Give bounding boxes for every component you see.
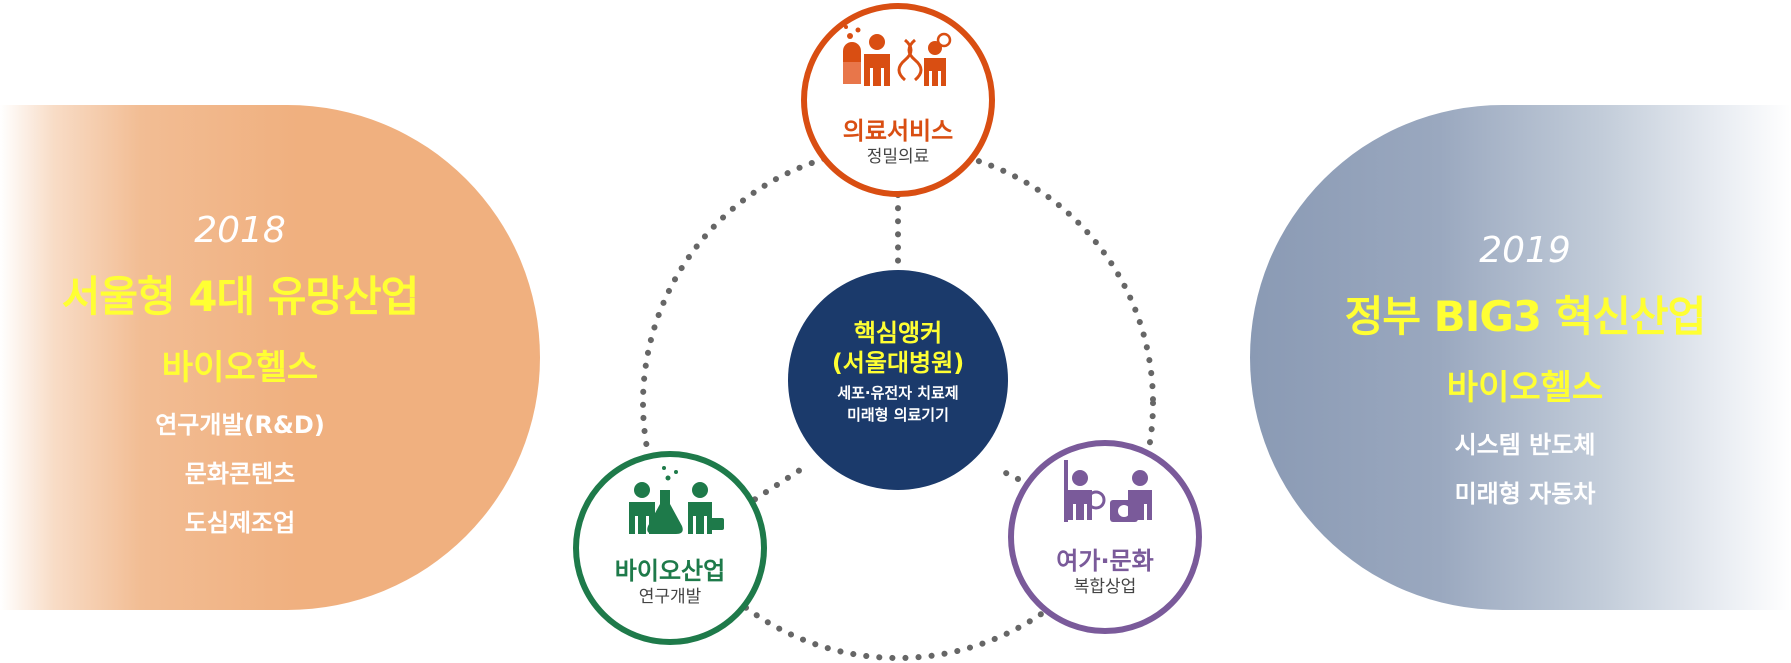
right-year: 2019 (1479, 230, 1571, 271)
left-item: 문화콘텐츠 (184, 460, 296, 488)
right-panel-text: 2019 정부 BIG3 혁신산업 바이오헬스 시스템 반도체 미래형 자동차 (1285, 230, 1765, 509)
center-item: 세포·유전자 치료제 (837, 384, 959, 402)
center-title-line2: (서울대병원) (831, 349, 965, 377)
center-text: 핵심앵커 (서울대병원) 세포·유전자 치료제 미래형 의료기기 (788, 318, 1008, 426)
medical-title: 의료서비스 (842, 117, 954, 145)
scientist-flask-icon (629, 466, 724, 534)
doctor-researcher-icon (843, 25, 952, 86)
bio-node (573, 451, 767, 645)
right-item: 시스템 반도체 (1454, 431, 1596, 459)
bio-node-text: 바이오산업 연구개발 (590, 556, 750, 608)
left-title: 서울형 4대 유망산업 (61, 272, 420, 321)
left-panel-text: 2018 서울형 4대 유망산업 바이오헬스 연구개발(R&D) 문화콘텐츠 도… (0, 210, 480, 538)
center-item: 미래형 의료기기 (847, 406, 949, 424)
medical-node-text: 의료서비스 정밀의료 (818, 116, 978, 168)
right-item: 미래형 자동차 (1454, 480, 1596, 508)
bio-title: 바이오산업 (614, 557, 726, 585)
center-circle (788, 270, 1008, 490)
left-item: 도심제조업 (184, 509, 296, 537)
left-panel: 2018 서울형 4대 유망산업 바이오헬스 연구개발(R&D) 문화콘텐츠 도… (0, 105, 540, 610)
leisure-node (1008, 440, 1202, 634)
right-title: 정부 BIG3 혁신산업 (1344, 292, 1706, 341)
bio-subtitle: 연구개발 (638, 587, 702, 607)
left-item: 연구개발(R&D) (155, 411, 325, 439)
left-year: 2018 (194, 210, 286, 251)
spoke-right (997, 467, 1103, 523)
right-subtitle: 바이오헬스 (1446, 368, 1604, 408)
center-title-line1: 핵심앵커 (853, 319, 943, 347)
dotted-ring (640, 145, 1156, 661)
leisure-node-text: 여가·문화 복합상업 (1025, 546, 1185, 598)
left-subtitle: 바이오헬스 (161, 348, 319, 388)
artist-camera-icon (1064, 460, 1152, 522)
right-panel: 2019 정부 BIG3 혁신산업 바이오헬스 시스템 반도체 미래형 자동차 (1250, 105, 1791, 610)
medical-subtitle: 정밀의료 (866, 147, 930, 167)
leisure-subtitle: 복합상업 (1073, 577, 1137, 597)
leisure-title: 여가·문화 (1056, 547, 1154, 575)
